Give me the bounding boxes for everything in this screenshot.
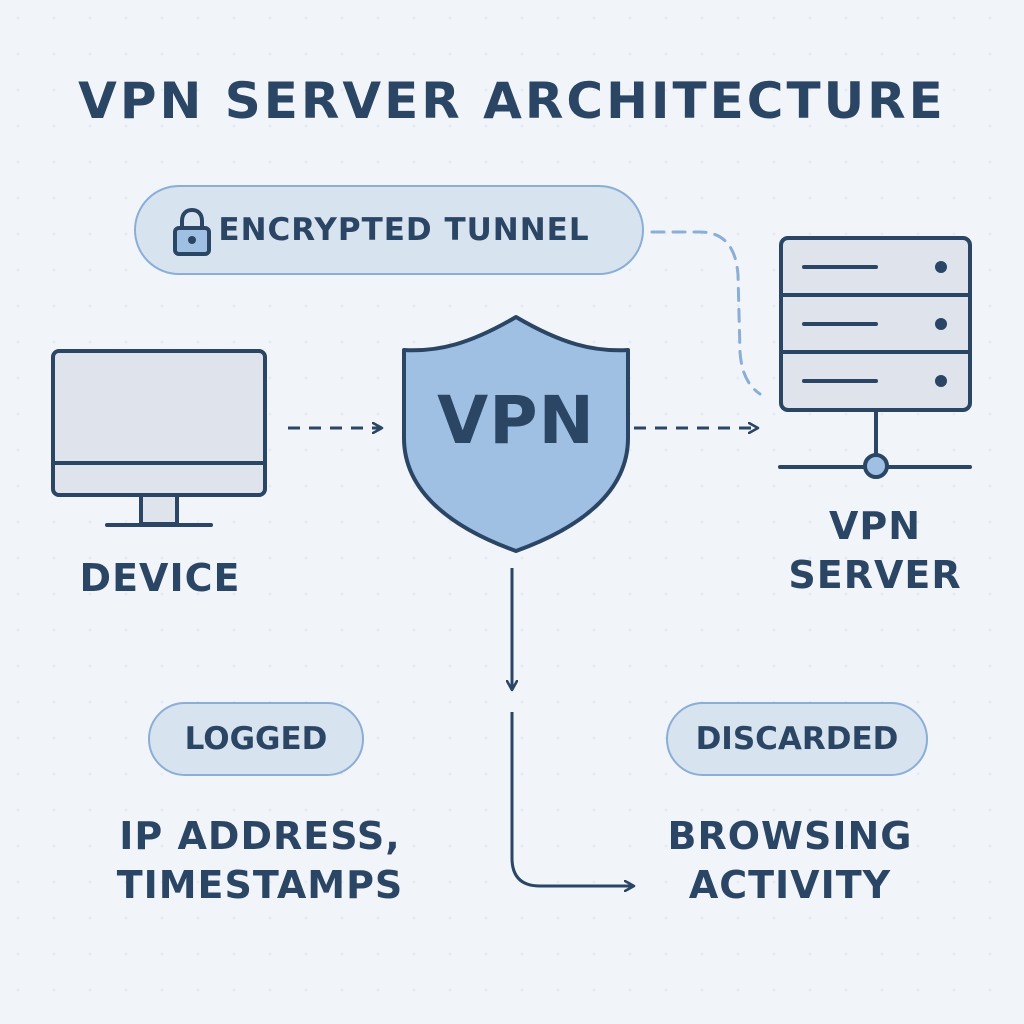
server-label-line-1: VPN	[828, 504, 922, 548]
logged-badge: LOGGED	[148, 702, 364, 776]
server-label: VPN SERVER	[770, 502, 980, 601]
discarded-items: BROWSING ACTIVITY	[640, 812, 940, 911]
shield-icon	[402, 315, 630, 553]
logged-items-line-1: IP ADDRESS,	[119, 814, 401, 858]
tunnel-connector	[650, 230, 762, 396]
encrypted-tunnel-pill: ENCRYPTED TUNNEL	[134, 185, 644, 275]
logged-items-line-2: TIMESTAMPS	[116, 863, 404, 908]
discarded-items-line-1: BROWSING	[667, 814, 913, 858]
to-discarded-arrow	[510, 712, 634, 886]
encrypted-tunnel-label: ENCRYPTED TUNNEL	[218, 212, 590, 248]
discarded-badge: DISCARDED	[666, 702, 928, 776]
device-label: DEVICE	[79, 556, 241, 600]
discarded-items-line-2: ACTIVITY	[688, 863, 892, 908]
lock-icon	[173, 208, 211, 256]
monitor-icon	[51, 349, 267, 527]
logged-items: IP ADDRESS, TIMESTAMPS	[100, 812, 420, 911]
server-label-line-2: SERVER	[788, 553, 962, 598]
page-title: VPN SERVER ARCHITECTURE	[78, 72, 946, 130]
server-rack-icon	[778, 236, 972, 479]
shield-label: VPN	[437, 382, 595, 459]
